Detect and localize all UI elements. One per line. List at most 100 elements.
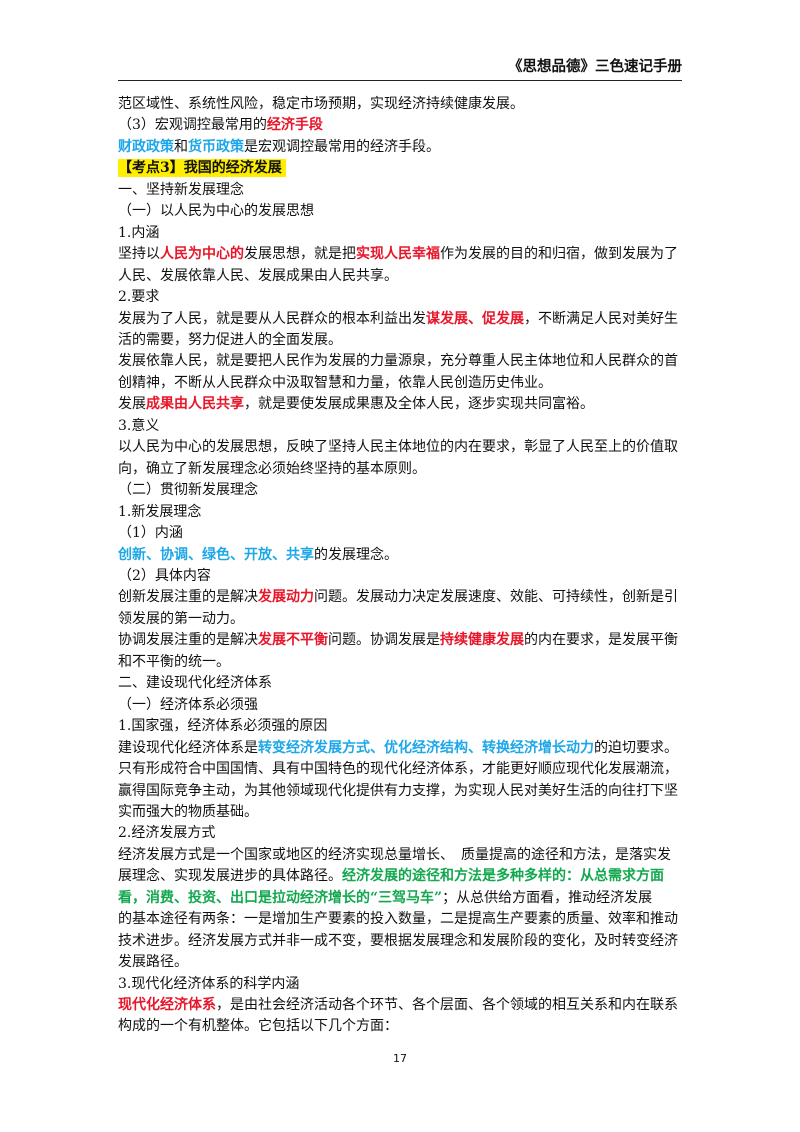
header-title: 《思想品德》三色速记手册	[508, 59, 682, 75]
body-text: 向，确立了新发展理念必须始终坚持的基本原则。	[118, 460, 426, 477]
text-line: 发展成果由人民共享，就是要使发展成果惠及全体人民，逐步实现共同富裕。	[118, 394, 684, 415]
body-text: 问题。协调发展是	[328, 632, 440, 649]
page-header: 《思想品德》三色速记手册	[118, 56, 682, 81]
text-line: 1.新发展理念	[118, 502, 684, 523]
body-text: 技术进步。经济发展方式并非一成不变，要根据发展理念和发展阶段的变化，及时转变经济	[118, 932, 678, 949]
text-line: 以人民为中心的发展思想，反映了坚持人民主体地位的内在要求，彰显了人民至上的价值取	[118, 437, 684, 458]
text-line: 实而强大的物质基础。	[118, 802, 684, 823]
body-text: 1.新发展理念	[118, 503, 202, 520]
body-text: 坚持以	[118, 246, 160, 263]
body-text: 创精神，不断从人民群众中汲取智慧和力量，依靠人民创造历史伟业。	[118, 374, 552, 391]
body-text: ，是由社会经济活动各个环节、各个层面、各个领域的相互关系和内在联系	[216, 997, 678, 1014]
text-line: 技术进步。经济发展方式并非一成不变，要根据发展理念和发展阶段的变化，及时转变经济	[118, 931, 684, 952]
text-line: 2.要求	[118, 287, 684, 308]
text-line: 构成的一个有机整体。它包括以下几个方面：	[118, 1016, 684, 1037]
body-text: 的基本途径有两条：一是增加生产要素的投入数量，二是提高生产要素的质量、效率和推动	[118, 911, 678, 928]
body-text: 一、坚持新发展理念	[118, 181, 244, 198]
body-text: （3）宏观调控最常用的	[118, 117, 267, 134]
body-text: 和	[174, 138, 188, 155]
body-text: 2.要求	[118, 289, 160, 306]
body-text: ，就是要使发展成果惠及全体人民，逐步实现共同富裕。	[244, 396, 594, 413]
text-line: 创精神，不断从人民群众中汲取智慧和力量，依靠人民创造历史伟业。	[118, 373, 684, 394]
body-text: 和不平衡的统一。	[118, 653, 230, 670]
text-line: 创新发展注重的是解决发展动力问题。发展动力决定发展速度、效能、可持续性，创新是引	[118, 587, 684, 608]
text-line: 和不平衡的统一。	[118, 652, 684, 673]
text-line: （一）以人民为中心的发展思想	[118, 201, 684, 222]
body-text: ，不断满足人民对美好生	[524, 310, 678, 327]
text-line: 看，消费、投资、出口是拉动经济增长的“三驾马车”；从总供给方面看，推动经济发展	[118, 888, 684, 909]
body-text: 以人民为中心的发展思想，反映了坚持人民主体地位的内在要求，彰显了人民至上的价值取	[118, 439, 678, 456]
body-text: （二）贯彻新发展理念	[118, 482, 258, 499]
text-line: 建设现代化经济体系是转变经济发展方式、优化经济结构、转换经济增长动力的迫切要求。	[118, 738, 684, 759]
text-line: 1.内涵	[118, 223, 684, 244]
text-line: 协调发展注重的是解决发展不平衡问题。协调发展是持续健康发展的内在要求，是发展平衡	[118, 630, 684, 651]
body-text: ；从总供给方面看，推动经济发展	[442, 889, 653, 906]
text-line: 1.国家强，经济体系必须强的原因	[118, 716, 684, 737]
highlight-text: 成果由人民共享	[146, 396, 244, 413]
highlight-text: 人民为中心的	[160, 246, 244, 263]
body-text: 发展依靠人民，就是要把人民作为发展的力量源泉，充分尊重人民主体地位和人民群众的首	[118, 353, 678, 370]
body-text: 发展	[118, 396, 146, 413]
highlight-text: 经济发展的途径和方法是多种多样的：从总需求方面	[342, 868, 664, 885]
body-text: 赢得国际竞争主动，为其他领域现代化提供有力支撑，为实现人民对美好生活的向往打下坚	[118, 782, 678, 799]
text-line: 创新、协调、绿色、开放、共享的发展理念。	[118, 545, 684, 566]
body-text: （一）经济体系必须强	[118, 696, 258, 713]
text-line: 只有形成符合中国国情、具有中国特色的现代化经济体系，才能更好顺应现代化发展潮流，	[118, 759, 684, 780]
text-line: 赢得国际竞争主动，为其他领域现代化提供有力支撑，为实现人民对美好生活的向往打下坚	[118, 781, 684, 802]
body-text: 协调发展注重的是解决	[118, 632, 258, 649]
text-line: 现代化经济体系，是由社会经济活动各个环节、各个层面、各个领域的相互关系和内在联系	[118, 995, 684, 1016]
body-text: 的迫切要求。	[594, 739, 678, 756]
body-text: （2）具体内容	[118, 567, 211, 584]
text-line: 发展依靠人民，就是要把人民作为发展的力量源泉，充分尊重人民主体地位和人民群众的首	[118, 351, 684, 372]
body-text: 领发展的第一动力。	[118, 610, 244, 627]
body-text: （一）以人民为中心的发展思想	[118, 203, 314, 220]
highlight-text: 财政政策	[118, 138, 174, 155]
body-text: 构成的一个有机整体。它包括以下几个方面：	[118, 1018, 398, 1035]
body-text: 人民、发展依靠人民、发展成果由人民共享。	[118, 267, 398, 284]
section-heading: 【考点3】我国的经济发展	[118, 159, 286, 178]
text-line: 2.经济发展方式	[118, 823, 684, 844]
page-number: 17	[393, 1052, 407, 1065]
text-line: 经济发展方式是一个国家或地区的经济实现总量增长、 质量提高的途径和方法，是落实发	[118, 845, 684, 866]
body-text: 只有形成符合中国国情、具有中国特色的现代化经济体系，才能更好顺应现代化发展潮流，	[118, 761, 678, 778]
body-text: 活的需要，努力促进人的全面发展。	[118, 331, 342, 348]
text-line: 活的需要，努力促进人的全面发展。	[118, 330, 684, 351]
text-line: 人民、发展依靠人民、发展成果由人民共享。	[118, 266, 684, 287]
body-text: 问题。发展动力决定发展速度、效能、可持续性，创新是引	[314, 589, 678, 606]
text-line: 一、坚持新发展理念	[118, 180, 684, 201]
body-text: 创新发展注重的是解决	[118, 589, 258, 606]
highlight-text: 发展动力	[258, 589, 314, 606]
body-text: 展理念、实现发展进步的具体路径。	[118, 868, 342, 885]
body-text: 2.经济发展方式	[118, 825, 216, 842]
body-text: 作为发展的目的和归宿，做到发展为了	[440, 246, 678, 263]
text-line: （一）经济体系必须强	[118, 695, 684, 716]
body-text: 的发展理念。	[314, 546, 398, 563]
text-line: 二、建设现代化经济体系	[118, 673, 684, 694]
body-text: 的内在要求，是发展平衡	[524, 632, 678, 649]
text-line: （1）内涵	[118, 523, 684, 544]
body-text: 3.意义	[118, 417, 160, 434]
highlight-text: 经济手段	[266, 117, 323, 134]
text-line: （3）宏观调控最常用的经济手段	[118, 115, 684, 136]
highlight-text: 看，消费、投资、出口是拉动经济增长的“三驾马车”	[118, 889, 443, 906]
text-line: 范区域性、系统性风险，稳定市场预期，实现经济持续健康发展。	[118, 94, 684, 115]
body-text: 发展为了人民，就是要从人民群众的根本利益出发	[118, 310, 426, 327]
highlight-text: 现代化经济体系	[118, 997, 216, 1014]
highlight-text: 转变经济发展方式、优化经济结构、转换经济增长动力	[258, 739, 594, 756]
body-text: 是宏观调控最常用的经济手段。	[244, 138, 440, 155]
body-text: 3.现代化经济体系的科学内涵	[118, 975, 300, 992]
highlight-text: 持续健康发展	[440, 632, 524, 649]
text-line: 3.意义	[118, 416, 684, 437]
text-line: （2）具体内容	[118, 566, 684, 587]
body-text: 实而强大的物质基础。	[118, 803, 258, 820]
body-text: 范区域性、系统性风险，稳定市场预期，实现经济持续健康发展。	[118, 96, 524, 112]
text-line: （二）贯彻新发展理念	[118, 480, 684, 501]
text-line: 坚持以人民为中心的发展思想，就是把实现人民幸福作为发展的目的和归宿，做到发展为了	[118, 244, 684, 265]
body-text: 建设现代化经济体系是	[118, 739, 258, 756]
text-line: 财政政策和货币政策是宏观调控最常用的经济手段。	[118, 137, 684, 158]
text-line: 发展为了人民，就是要从人民群众的根本利益出发谋发展、促发展，不断满足人民对美好生	[118, 309, 684, 330]
text-line: 3.现代化经济体系的科学内涵	[118, 974, 684, 995]
highlight-text: 实现人民幸福	[356, 246, 440, 263]
body-text: 1.内涵	[118, 224, 160, 241]
body-text: 发展路径。	[118, 954, 188, 971]
